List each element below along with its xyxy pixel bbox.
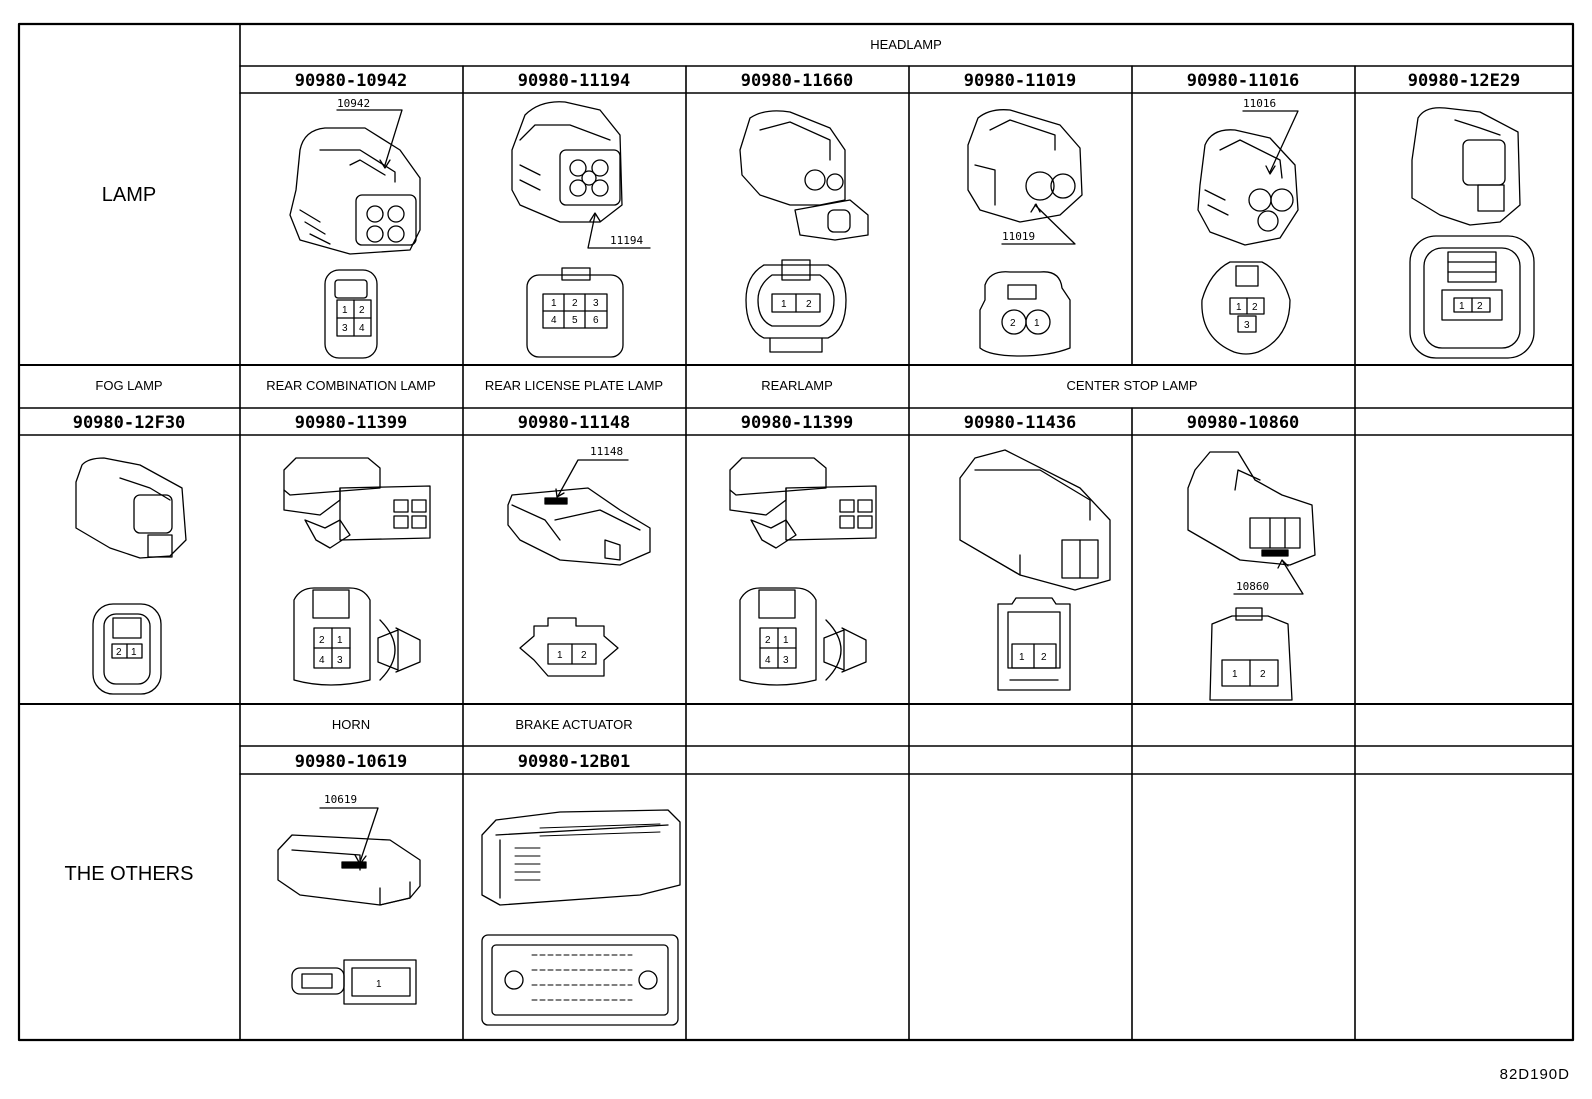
connector-drawing-12e29: 1 2 xyxy=(1409,107,1535,359)
connector-drawing-12b01 xyxy=(481,809,681,1026)
connector-drawing-11436: 1 2 xyxy=(959,449,1111,691)
pin-label: 4 xyxy=(765,655,771,666)
connector-drawing-11194: 11194 1 2 3 4 5 6 xyxy=(511,101,651,358)
pin-label: 2 xyxy=(1477,301,1483,312)
part-number: 90980-11660 xyxy=(741,71,854,91)
pin-label: 1 xyxy=(337,635,343,646)
pin-label: 1 xyxy=(1459,301,1465,312)
pin-label: 3 xyxy=(1244,320,1250,331)
pin-label: 3 xyxy=(593,298,599,309)
pin-label: 1 xyxy=(551,298,557,309)
part-number: 90980-11436 xyxy=(964,413,1077,433)
group-label-headlamp: HEADLAMP xyxy=(870,37,942,52)
pin-label: 2 xyxy=(116,647,122,658)
part-number: 90980-11016 xyxy=(1187,71,1300,91)
part-number: 90980-11399 xyxy=(741,413,854,433)
diagram-reference-code: 82D190D xyxy=(1499,1066,1570,1083)
pin-label: 1 xyxy=(1236,302,1242,313)
pin-label: 2 xyxy=(1010,318,1016,329)
part-number: 90980-10942 xyxy=(295,71,408,91)
pin-label: 1 xyxy=(1019,652,1025,663)
pin-label: 6 xyxy=(593,315,599,326)
connector-drawing-12f30: 2 1 xyxy=(75,457,187,695)
pin-label: 1 xyxy=(342,305,348,316)
pin-label: 2 xyxy=(572,298,578,309)
connector-drawing-11019: 11019 2 1 xyxy=(967,109,1083,357)
pin-label: 1 xyxy=(376,979,382,990)
connector-drawing-10942: 10942 1 2 3 4 xyxy=(289,97,421,359)
pin-label: 1 xyxy=(131,647,137,658)
pin-label: 2 xyxy=(806,299,812,310)
connector-drawing-11016: 11016 1 2 3 xyxy=(1197,97,1299,355)
section-label-others: THE OTHERS xyxy=(65,863,194,885)
pin-label: 1 xyxy=(783,635,789,646)
pin-label: 2 xyxy=(581,650,587,661)
callout-label: 10860 xyxy=(1236,580,1269,593)
pin-label: 3 xyxy=(342,323,348,334)
pin-label: 2 xyxy=(1252,302,1258,313)
part-number: 90980-12F30 xyxy=(73,413,186,433)
pin-label: 1 xyxy=(1232,669,1238,680)
callout-label: 11148 xyxy=(590,445,623,458)
pin-label: 3 xyxy=(783,655,789,666)
pin-label: 1 xyxy=(557,650,563,661)
pin-label: 4 xyxy=(319,655,325,666)
group-label-brake-actuator: BRAKE ACTUATOR xyxy=(515,717,632,732)
callout-label: 11019 xyxy=(1002,230,1035,243)
part-number: 90980-12B01 xyxy=(518,752,631,772)
pin-label: 3 xyxy=(337,655,343,666)
pin-label: 1 xyxy=(1034,318,1040,329)
pin-label: 2 xyxy=(359,305,365,316)
pin-label: 2 xyxy=(1260,669,1266,680)
group-label-center-stop-lamp: CENTER STOP LAMP xyxy=(1067,378,1198,393)
callout-label: 10619 xyxy=(324,793,357,806)
callout-label: 10942 xyxy=(337,97,370,110)
group-label-horn: HORN xyxy=(332,717,370,732)
connector-drawing-11660: 1 2 xyxy=(739,110,869,353)
pin-label: 1 xyxy=(781,299,787,310)
pin-label: 4 xyxy=(359,323,365,334)
connector-drawing-11399-rear-combination: 2 1 4 3 xyxy=(283,457,431,686)
part-number: 90980-11019 xyxy=(964,71,1077,91)
connector-drawing-11399-rearlamp: 2 1 4 3 xyxy=(729,457,877,686)
part-number: 90980-11148 xyxy=(518,413,631,433)
part-number: 90980-11194 xyxy=(518,71,631,91)
group-label-rearlamp: REARLAMP xyxy=(761,378,833,393)
part-number: 90980-10860 xyxy=(1187,413,1300,433)
group-label-fog-lamp: FOG LAMP xyxy=(95,378,162,393)
callout-label: 11194 xyxy=(610,234,643,247)
section-label-lamp: LAMP xyxy=(102,184,156,206)
part-number: 90980-12E29 xyxy=(1408,71,1521,91)
group-label-rear-combination-lamp: REAR COMBINATION LAMP xyxy=(266,378,436,393)
pin-label: 2 xyxy=(1041,652,1047,663)
connector-drawing-10619: 10619 1 xyxy=(277,793,421,1005)
callout-label: 11016 xyxy=(1243,97,1276,110)
pin-label: 2 xyxy=(765,635,771,646)
part-number: 90980-10619 xyxy=(295,752,408,772)
table-grid xyxy=(17,22,1575,1042)
pin-label: 2 xyxy=(319,635,325,646)
connector-drawing-10860: 10860 1 2 xyxy=(1187,451,1316,701)
pin-label: 5 xyxy=(572,315,578,326)
part-number: 90980-11399 xyxy=(295,413,408,433)
connector-drawing-11148: 11148 1 2 xyxy=(507,445,651,677)
group-label-rear-license-plate-lamp: REAR LICENSE PLATE LAMP xyxy=(485,378,663,393)
pin-label: 4 xyxy=(551,315,557,326)
